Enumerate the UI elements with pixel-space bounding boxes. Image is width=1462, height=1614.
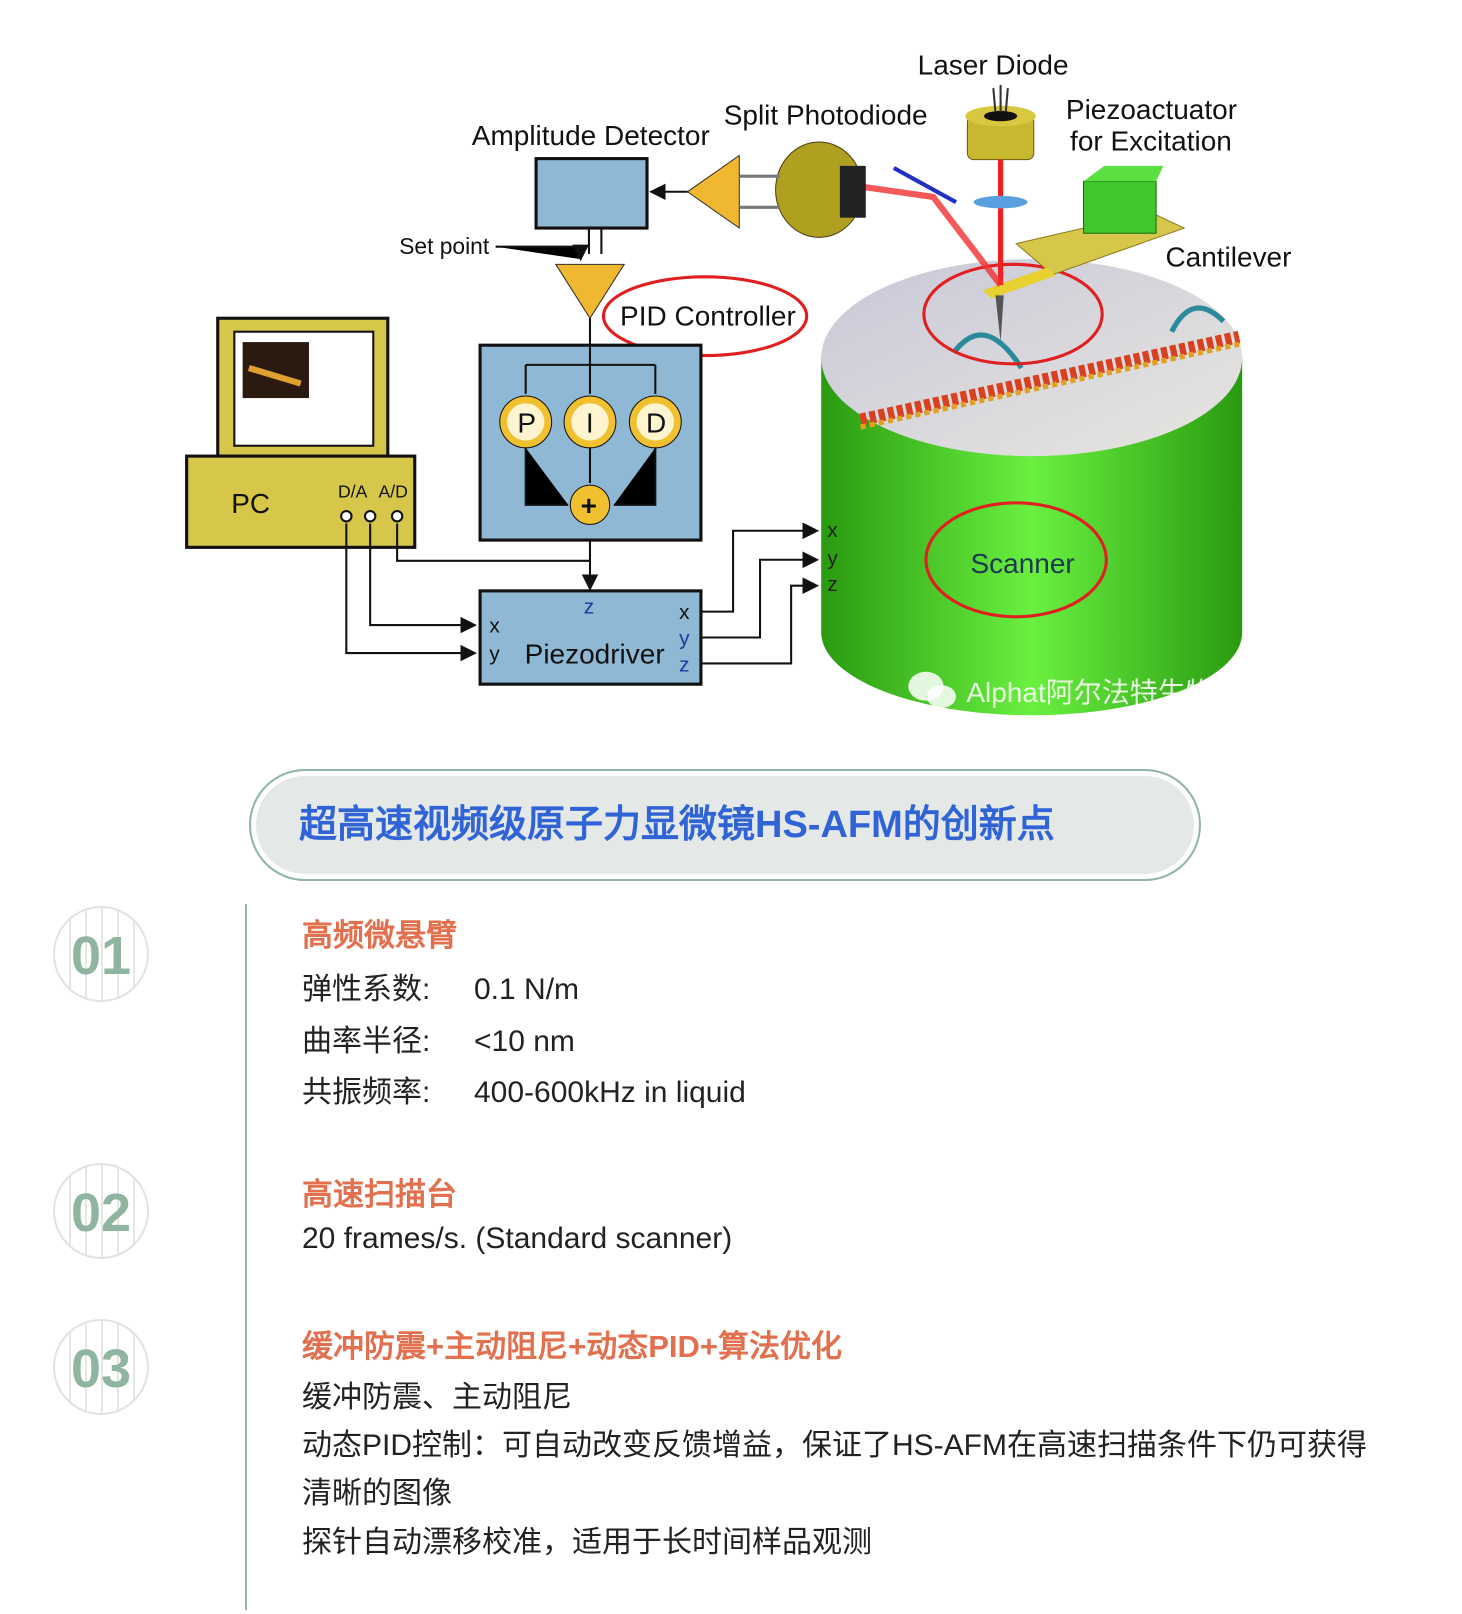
section-line: 20 frames/s. (Standard scanner) (302, 1222, 733, 1255)
label-in-z: z (584, 596, 594, 619)
label-out-y: y (679, 627, 690, 650)
pid-box (478, 343, 703, 591)
amplitude-detector-box (534, 157, 649, 230)
spec-value: 400-600kHz in liquid (474, 1076, 746, 1109)
label-piezoactuator: Piezoactuator (1066, 94, 1237, 125)
label-da: D/A (338, 482, 368, 502)
timeline-line (245, 904, 247, 1610)
label-p: P (517, 407, 536, 438)
comparator (554, 263, 626, 320)
section-number-badge: 03 (53, 1319, 149, 1415)
spec-key: 共振频率: (302, 1076, 431, 1109)
spec-row: 曲率半径: <10 nm (302, 1016, 575, 1060)
section-heading: 高速扫描台 (302, 1177, 457, 1212)
section-number-badge: 02 (53, 1163, 149, 1259)
label-for-excitation: for Excitation (1070, 125, 1232, 156)
section-number-badge: 01 (53, 906, 149, 1002)
label-out-z: z (679, 654, 689, 677)
label-piezodriver: Piezodriver (525, 638, 665, 669)
label-in-x: x (489, 614, 500, 637)
spec-value: <10 nm (474, 1025, 575, 1058)
piezodriver-box (478, 589, 703, 686)
label-in-y: y (489, 642, 500, 665)
spec-key: 曲率半径: (302, 1025, 431, 1058)
wechat-icon (908, 671, 957, 709)
label-set-point: Set point (399, 233, 490, 259)
label-i: I (586, 407, 594, 438)
page-title: 超高速视频级原子力显微镜HS-AFM的创新点 (299, 804, 1055, 846)
label-scan-x: x (827, 519, 838, 542)
label-out-x: x (679, 601, 690, 624)
label-scan-y: y (827, 547, 838, 570)
label-cantilever: Cantilever (1165, 241, 1291, 272)
section-number: 03 (70, 1339, 132, 1399)
label-laser-diode: Laser Diode (918, 50, 1069, 81)
spec-key: 弹性系数: (302, 973, 431, 1006)
section-heading: 高频微悬臂 (302, 918, 457, 953)
label-scan-z: z (827, 573, 837, 596)
label-sum: + (581, 490, 597, 521)
title-banner: 超高速视频级原子力显微镜HS-AFM的创新点 (249, 769, 1201, 881)
split-photodiode (775, 141, 866, 238)
section-line: 动态PID控制：可自动改变反馈增益，保证了HS-AFM在高速扫描条件下仍可获得 (302, 1429, 1367, 1462)
label-pc: PC (231, 488, 270, 519)
spec-row: 弹性系数: 0.1 N/m (302, 964, 579, 1008)
spec-row: 共振频率: 400-600kHz in liquid (302, 1067, 746, 1111)
label-scanner: Scanner (971, 548, 1075, 579)
scanner-cylinder (821, 259, 1243, 716)
spec-value: 0.1 N/m (474, 973, 580, 1006)
section-line: 缓冲防震、主动阻尼 (302, 1381, 572, 1414)
label-amplitude-detector: Amplitude Detector (472, 120, 710, 151)
section-number: 01 (70, 926, 132, 986)
section-line: 清晰的图像 (302, 1477, 452, 1510)
label-d: D (646, 407, 666, 438)
section-line: 探针自动漂移校准，适用于长时间样品观测 (302, 1526, 872, 1559)
watermark: Alphat阿尔法特生物科技 (966, 677, 1269, 708)
laser-diode (860, 85, 1036, 287)
section-number: 02 (70, 1183, 132, 1243)
label-pid-controller: PID Controller (620, 301, 796, 332)
label-ad: A/D (378, 482, 407, 502)
label-split-photodiode: Split Photodiode (724, 99, 928, 130)
section-heading: 缓冲防震+主动阻尼+动态PID+算法优化 (302, 1329, 842, 1364)
hs-afm-diagram: Laser Diode Split Photodiode Piezoactuat… (185, 50, 1291, 716)
amplifier (686, 154, 740, 230)
cantilever-assembly (982, 165, 1186, 343)
pc (185, 316, 417, 549)
